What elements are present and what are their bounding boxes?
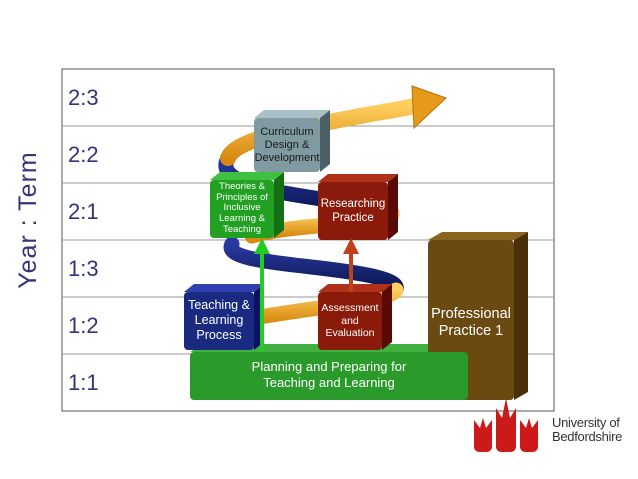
logo-petal <box>474 418 492 452</box>
planning-box-label: Planning and Preparing for Teaching and … <box>251 359 407 390</box>
box-side-face <box>388 174 398 240</box>
logo-petal <box>520 418 538 452</box>
planning-box <box>190 352 468 400</box>
teaching-box <box>184 292 254 350</box>
researching-box <box>318 182 388 240</box>
theories-box-label: Theories & Principles of Inclusive Learn… <box>216 181 268 235</box>
term-label: 1:1 <box>68 370 99 395</box>
term-label: 2:1 <box>68 199 99 224</box>
curriculum-box <box>254 118 320 172</box>
spiral-front-segment <box>220 96 428 166</box>
professional-practice-box-label: Professional Practice 1 <box>431 306 511 340</box>
spiral-arrowhead <box>411 85 447 130</box>
box-fronts <box>184 118 514 400</box>
assessment-box-label: Assessment and Evaluation <box>321 302 379 340</box>
curriculum-box-label: Curriculum Design & Development <box>254 126 320 165</box>
box-side-face <box>274 172 284 238</box>
term-label: 1:2 <box>68 313 99 338</box>
term-label: 1:3 <box>68 256 99 281</box>
term-label: 2:3 <box>68 85 99 110</box>
box-top-face <box>318 284 392 292</box>
box-top-face <box>428 232 528 240</box>
theories-box <box>210 180 274 238</box>
box-side-face <box>382 284 392 350</box>
box-top-face <box>318 174 398 182</box>
university-logo-tulip-icon <box>474 398 538 452</box>
green-arrowhead <box>254 238 270 254</box>
progression-arrows <box>254 238 359 352</box>
box-side-face <box>320 110 330 172</box>
red-arrowhead <box>343 238 359 254</box>
assessment-box <box>318 292 382 350</box>
box-side-face <box>514 232 528 400</box>
university-logo-text: University of Bedfordshire <box>552 415 623 444</box>
box-top-face <box>254 110 330 118</box>
teaching-box-label: Teaching & Learning Process <box>188 298 250 342</box>
spiral-back-segment <box>223 236 404 298</box>
logo-petal <box>496 398 516 452</box>
term-label: 2:2 <box>68 142 99 167</box>
box-top-face <box>184 284 264 292</box>
box-top-face <box>210 172 284 180</box>
researching-box-label: Researching Practice <box>320 198 386 224</box>
